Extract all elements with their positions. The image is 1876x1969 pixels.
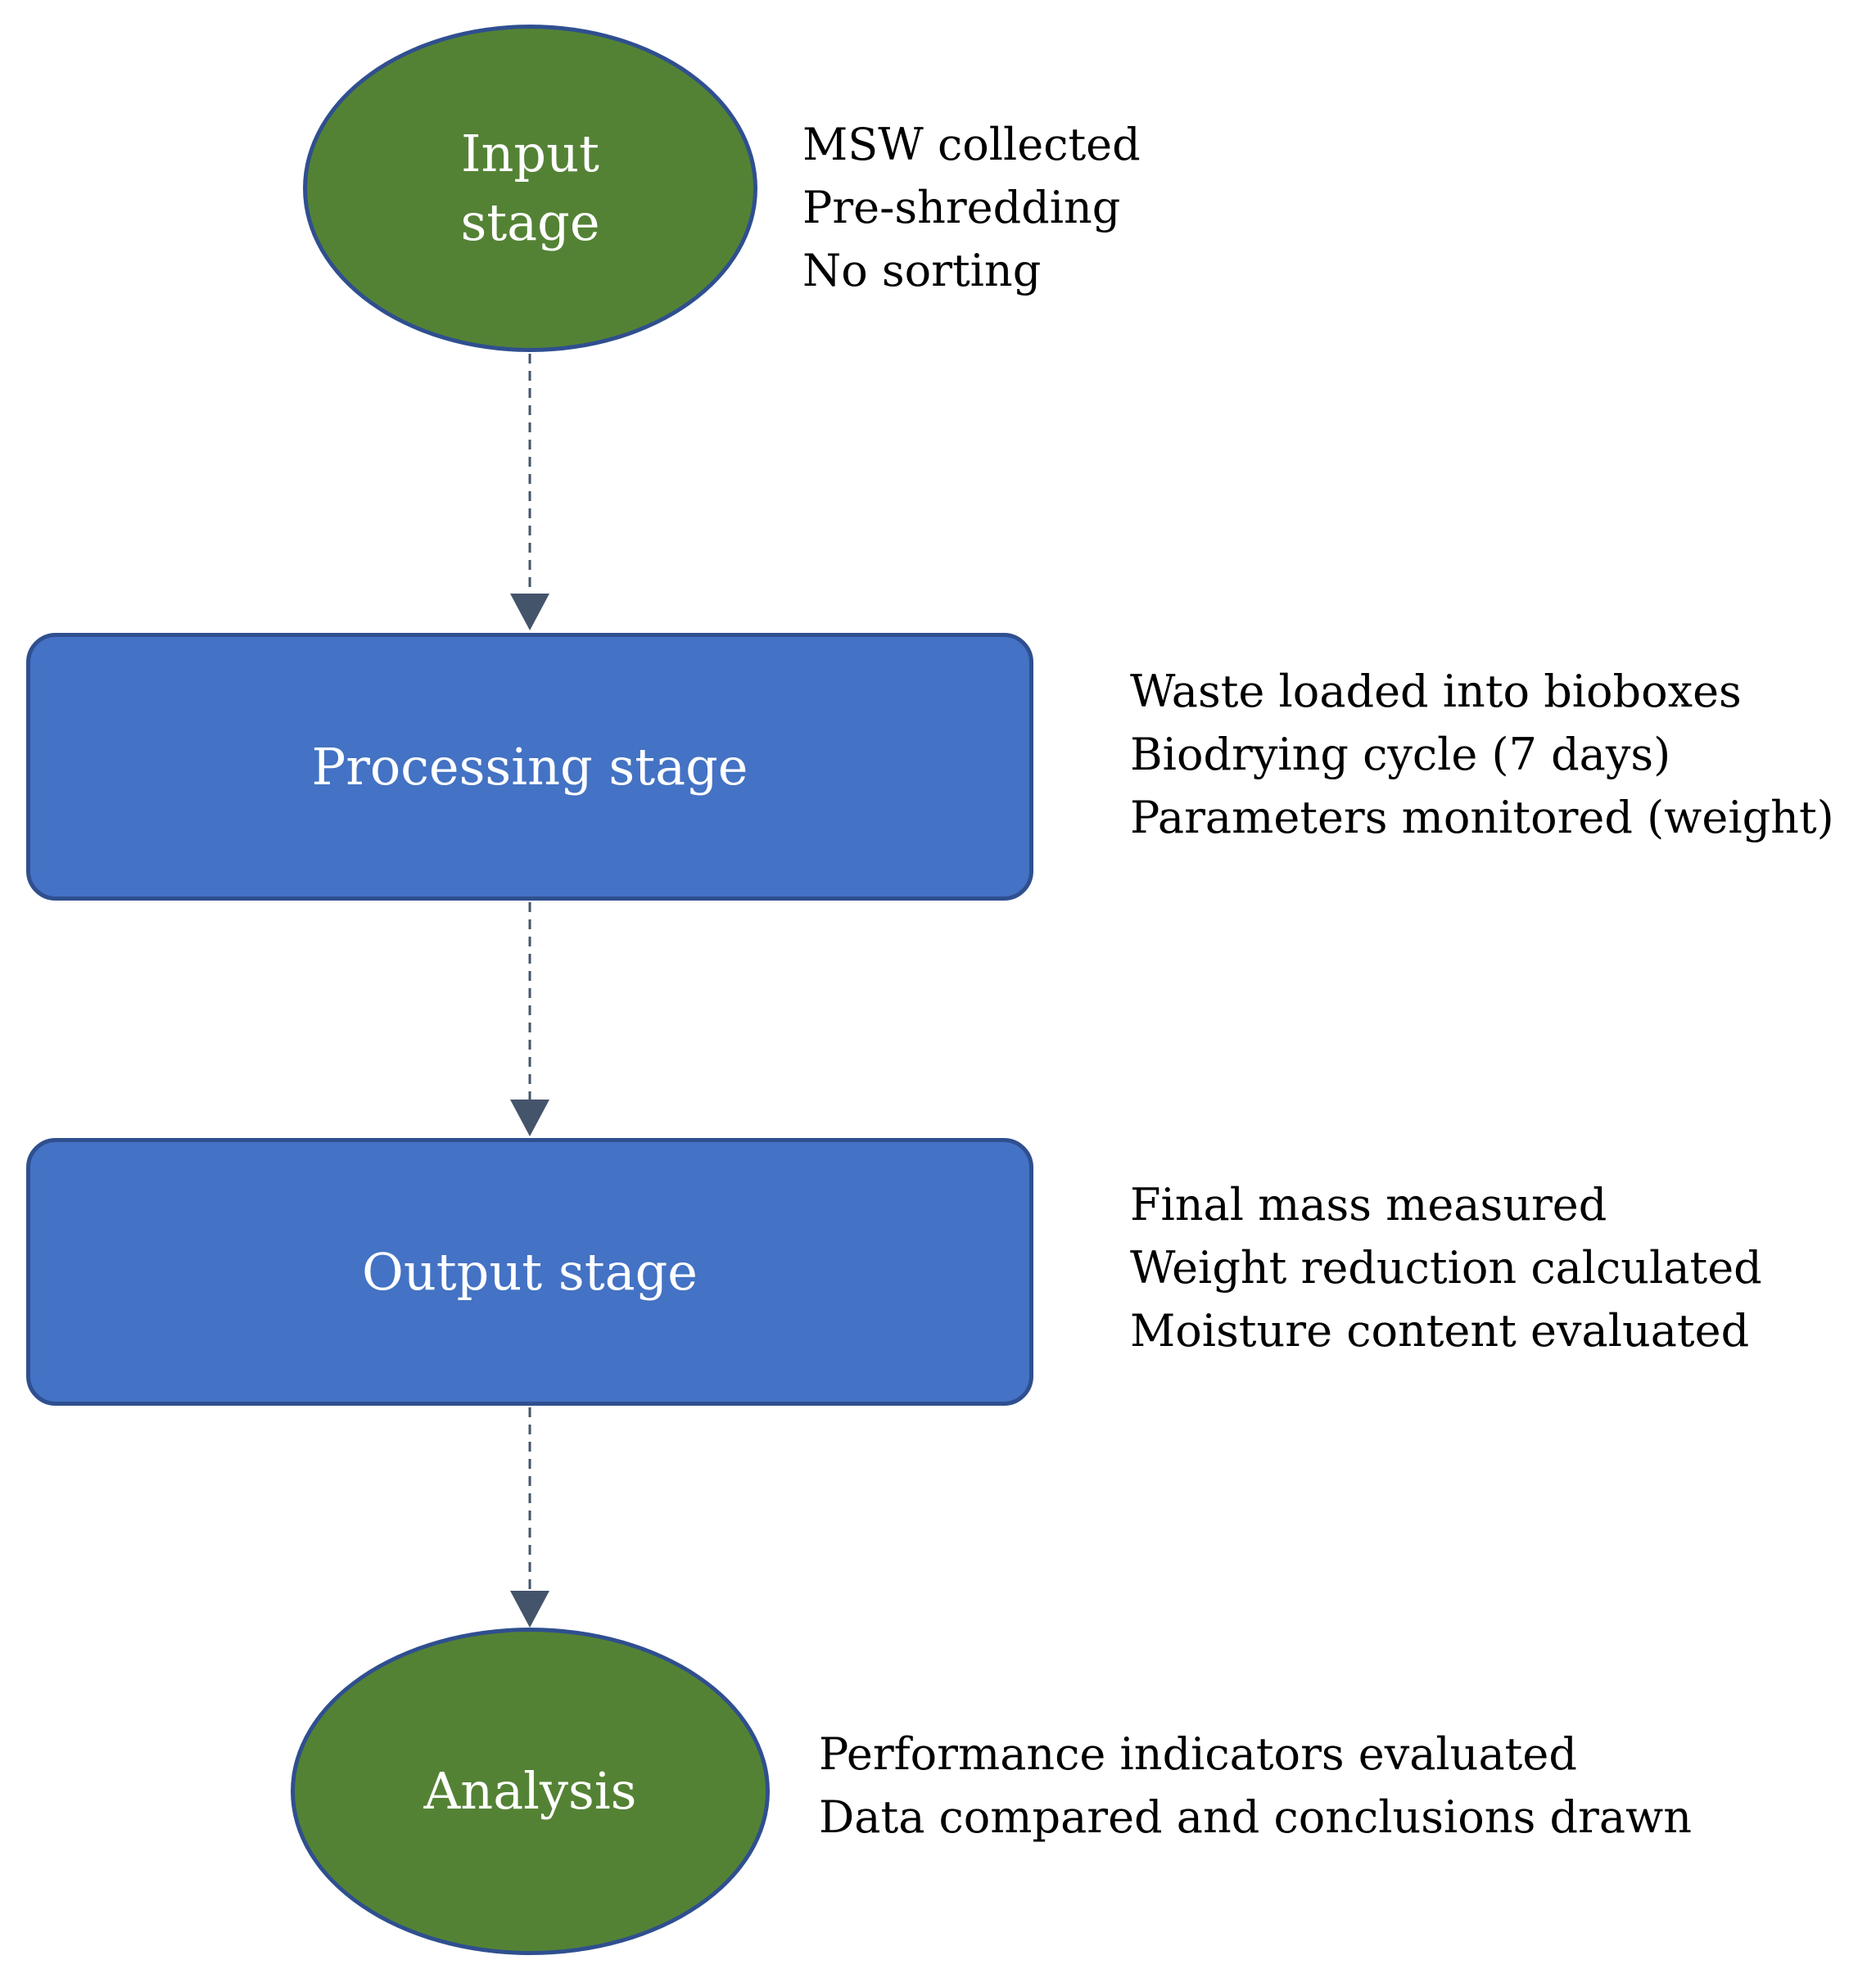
- processing-stage-notes: Waste loaded into bioboxes Biodrying cyc…: [1130, 660, 1834, 849]
- edge-input-to-processing: [510, 354, 549, 630]
- input-stage-node: Input stage: [303, 25, 757, 352]
- output-stage-label: Output stage: [362, 1241, 698, 1302]
- processing-stage-note: Biodrying cycle (7 days): [1130, 729, 1671, 780]
- output-stage-notes: Final mass measured Weight reduction cal…: [1130, 1173, 1762, 1362]
- processing-stage-label: Processing stage: [311, 736, 748, 797]
- analysis-note: Data compared and conclusions drawn: [819, 1791, 1693, 1843]
- analysis-node: Analysis: [291, 1628, 770, 1955]
- analysis-label: Analysis: [423, 1761, 637, 1822]
- input-stage-notes: MSW collected Pre-shredding No sorting: [802, 113, 1141, 302]
- processing-stage-note: Parameters monitored (weight): [1130, 792, 1834, 843]
- edge-processing-to-output: [510, 902, 549, 1136]
- edge-input-to-processing-arrowhead: [510, 594, 549, 630]
- input-stage-note: MSW collected: [802, 119, 1141, 170]
- output-stage-node: Output stage: [26, 1138, 1033, 1406]
- edge-output-to-analysis: [510, 1407, 549, 1628]
- input-stage-label: Input stage: [460, 124, 600, 252]
- output-stage-note: Final mass measured: [1130, 1179, 1607, 1231]
- processing-stage-node: Processing stage: [26, 633, 1033, 901]
- analysis-note: Performance indicators evaluated: [819, 1728, 1577, 1780]
- edge-output-to-analysis-arrowhead: [510, 1591, 549, 1628]
- output-stage-note: Weight reduction calculated: [1130, 1242, 1762, 1294]
- analysis-notes: Performance indicators evaluated Data co…: [819, 1723, 1692, 1849]
- edge-processing-to-output-arrowhead: [510, 1100, 549, 1136]
- input-stage-note: Pre-shredding: [802, 182, 1121, 233]
- output-stage-note: Moisture content evaluated: [1130, 1305, 1750, 1357]
- input-stage-note: No sorting: [802, 245, 1042, 296]
- processing-stage-note: Waste loaded into bioboxes: [1130, 666, 1742, 717]
